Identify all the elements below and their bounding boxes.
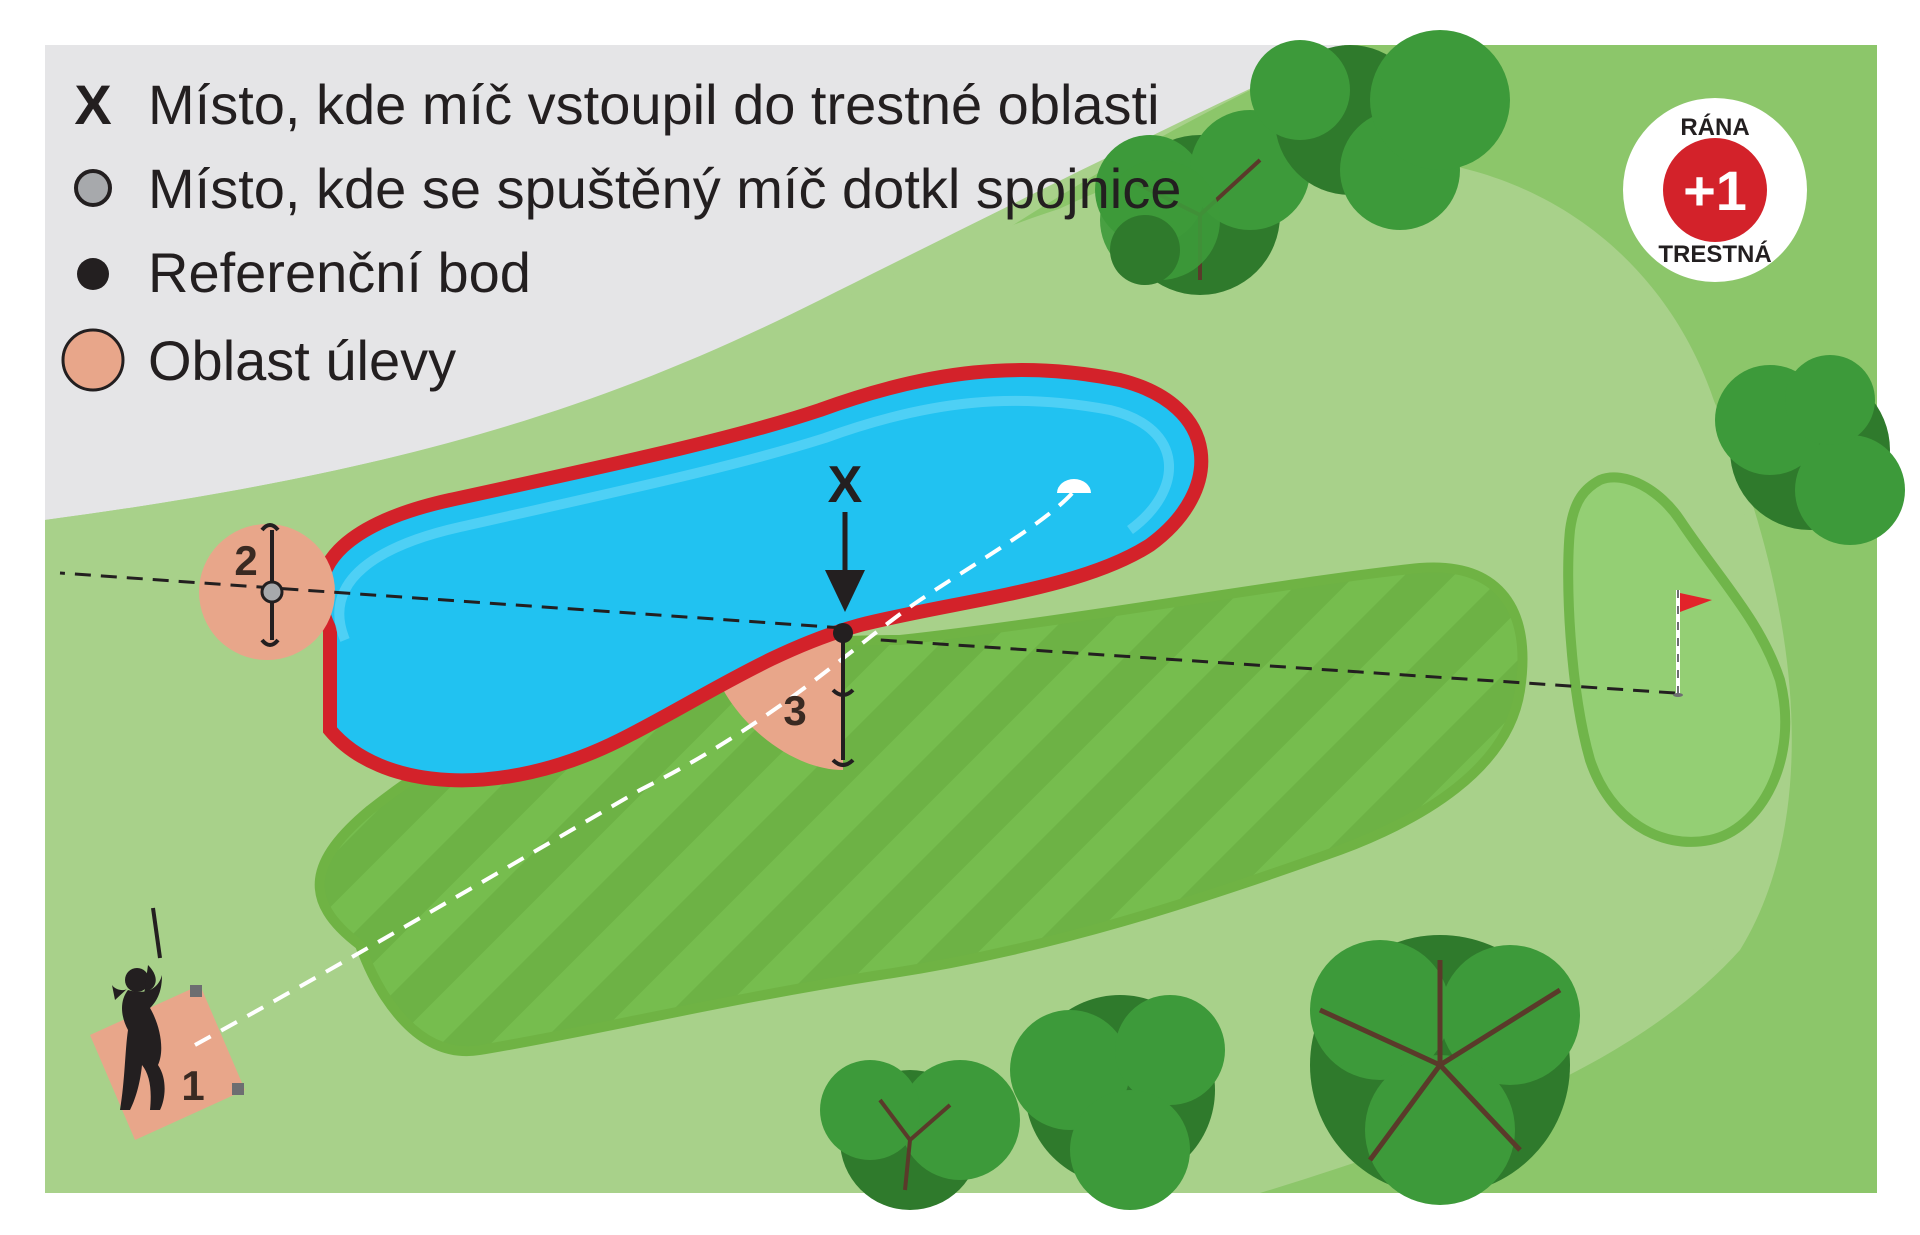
ball-flight-line bbox=[194, 488, 1077, 1047]
reference-point bbox=[833, 623, 853, 643]
legend: X Místo, kde míč vstoupil do trestné obl… bbox=[61, 73, 1181, 392]
legend-label-reference-point: Referenční bod bbox=[148, 241, 531, 304]
legend-black-dot-symbol bbox=[77, 258, 109, 290]
legend-label-relief-area: Oblast úlevy bbox=[148, 329, 456, 392]
water-highlight bbox=[334, 395, 1175, 642]
relief-label-2: 2 bbox=[234, 537, 257, 584]
reference-line bbox=[59, 571, 1676, 695]
tee-marker-top bbox=[190, 985, 202, 997]
legend-label-entry-point: Místo, kde míč vstoupil do trestné oblas… bbox=[148, 73, 1160, 136]
entry-point-x-label: X bbox=[828, 456, 863, 514]
badge-top-text: RÁNA bbox=[1680, 113, 1749, 141]
drop-touch-point bbox=[260, 580, 284, 604]
relief-label-1: 1 bbox=[181, 1062, 204, 1109]
tree-icon bbox=[1010, 995, 1225, 1210]
club-length-bracket-3 bbox=[831, 640, 855, 767]
entry-arrow-head bbox=[825, 570, 865, 612]
flag-icon bbox=[1673, 590, 1712, 697]
badge-bottom-text: TRESTNÁ bbox=[1658, 240, 1771, 268]
tree-icon bbox=[1250, 30, 1510, 230]
penalty-area-water bbox=[313, 363, 1209, 788]
tree-icon bbox=[820, 1060, 1020, 1210]
ball-icon bbox=[1057, 479, 1091, 493]
relief-label-3: 3 bbox=[783, 687, 806, 734]
tree-icon bbox=[1715, 355, 1905, 545]
out-of-bounds-area bbox=[45, 45, 1345, 520]
legend-grey-circle-symbol bbox=[74, 169, 112, 207]
penalty-badge-icon: RÁNA +1 TRESTNÁ bbox=[1623, 98, 1807, 282]
badge-center-text: +1 bbox=[1683, 159, 1747, 222]
legend-x-symbol: X bbox=[74, 73, 111, 136]
tree-icon bbox=[1100, 160, 1220, 285]
golfer-silhouette-icon bbox=[112, 907, 165, 1110]
tee-marker-bottom bbox=[232, 1083, 244, 1095]
legend-salmon-circle-symbol bbox=[61, 328, 125, 392]
tree-icon bbox=[1310, 935, 1580, 1205]
legend-label-drop-touch: Místo, kde se spuštěný míč dotkl spojnic… bbox=[148, 157, 1181, 220]
